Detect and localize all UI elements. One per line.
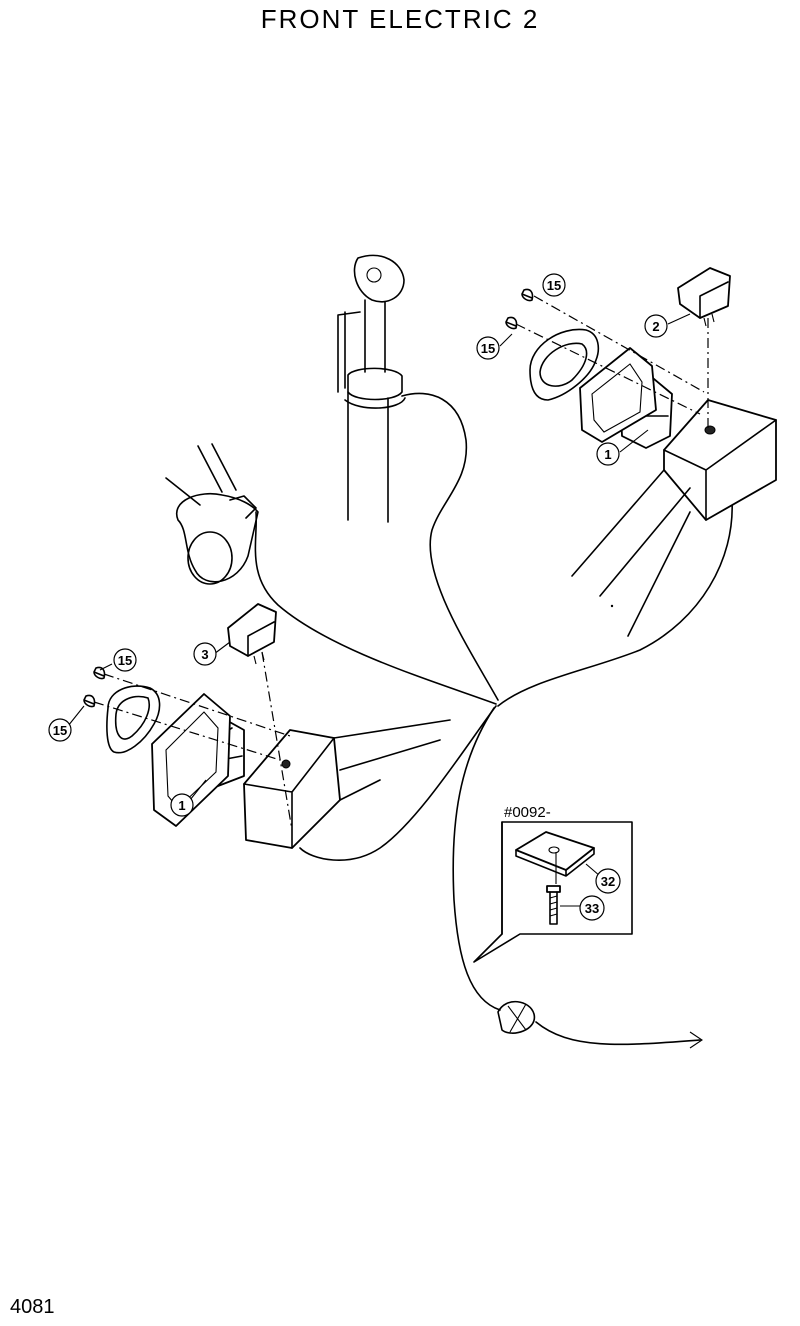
- wiring-harness: [254, 392, 733, 1049]
- callout-label: 33: [585, 901, 599, 916]
- callout-label: 32: [601, 874, 615, 889]
- boom-cylinder: [337, 254, 406, 523]
- callout-32: 32: [595, 868, 621, 894]
- inset-label: #0092-: [504, 804, 551, 821]
- callout-3: 3: [193, 642, 217, 666]
- callout-15-top-b: 15: [476, 336, 500, 360]
- callout-label: 2: [652, 319, 659, 334]
- diagram-title: FRONT ELECTRIC 2: [260, 4, 540, 34]
- callout-15-top-a: 15: [542, 273, 566, 297]
- callout-15-left-b: 15: [48, 718, 72, 742]
- page-number: 4081: [10, 1296, 55, 1318]
- callout-label: 15: [118, 653, 132, 668]
- callout-2: 2: [644, 314, 668, 338]
- inset-box: [473, 821, 633, 963]
- callout-33: 33: [579, 895, 605, 921]
- callout-1-right: 1: [596, 442, 620, 466]
- left-lamp-assembly: [67, 603, 451, 849]
- arm-cylinder-end: [165, 443, 259, 585]
- callout-label: 15: [481, 341, 495, 356]
- callout-1-left: 1: [170, 793, 194, 817]
- callout-label: 1: [178, 798, 185, 813]
- callout-label: 1: [604, 447, 611, 462]
- right-lamp-assembly: [499, 267, 777, 637]
- callout-label: 15: [547, 278, 561, 293]
- callout-label: 15: [53, 723, 67, 738]
- callout-label: 3: [201, 647, 208, 662]
- callout-15-left-a: 15: [113, 648, 137, 672]
